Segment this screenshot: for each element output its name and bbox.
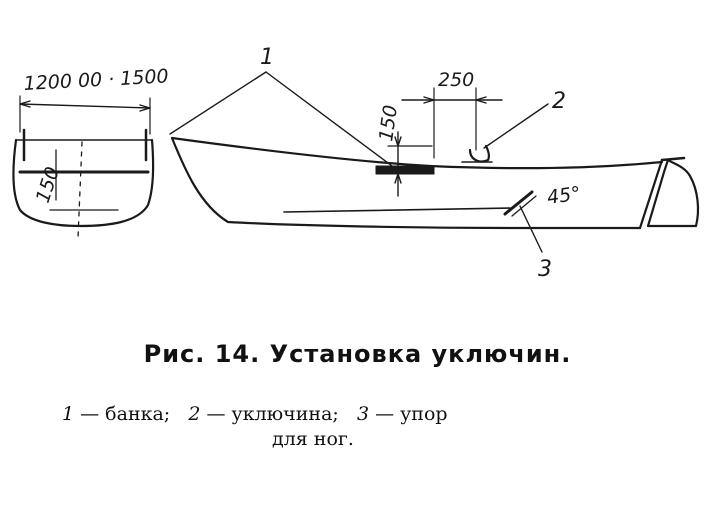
legend-line-2: для ног.	[272, 428, 354, 450]
foot-rest-edge	[511, 195, 537, 217]
foot-rest	[503, 190, 534, 216]
spacing-label: 250	[438, 69, 474, 91]
hull-bottom	[170, 136, 642, 230]
figure-legend: 1 — банка; 2 — уключина; 3 — упор для но…	[62, 402, 662, 452]
legend-text: — упор	[369, 403, 448, 425]
leader-3	[519, 205, 543, 253]
legend-number: 1	[62, 403, 75, 425]
width-arrow-right	[139, 104, 151, 112]
hull-sheer-line	[170, 136, 664, 170]
hull-stern	[638, 158, 664, 230]
legend-text: — банка;	[74, 403, 171, 425]
legend-number: 3	[356, 403, 370, 425]
callout-2: 2	[552, 89, 566, 114]
hull-keel-line	[283, 207, 511, 213]
width-arrow-left	[19, 100, 31, 108]
height-label-cross-section: 150	[32, 164, 64, 205]
leader-1-a	[169, 71, 267, 135]
leader-2	[483, 103, 549, 149]
side-bench	[375, 165, 435, 175]
width-dimension-line	[19, 103, 151, 109]
angle-label: 45°	[546, 182, 582, 208]
height-arrow-bottom	[394, 173, 402, 184]
cross-section-hull	[12, 138, 155, 228]
legend-line-1: 1 — банка; 2 — уключина; 3 — упор	[62, 402, 662, 427]
callout-1: 1	[260, 45, 274, 70]
height-label-side: 150	[375, 104, 402, 143]
width-range-label: 1200 00 · 1500	[23, 65, 169, 95]
outboard-motor	[646, 158, 700, 228]
motor-top	[660, 156, 686, 162]
height-arrow-top	[394, 136, 402, 147]
side-oarlock	[468, 144, 490, 163]
spacing-arrow-right	[475, 96, 487, 104]
callout-3: 3	[538, 257, 552, 282]
legend-number: 2	[188, 403, 201, 425]
figure-caption-title: Рис. 14. Установка уключин.	[143, 340, 572, 368]
leader-1-b	[265, 71, 393, 167]
cross-section-centerline	[77, 141, 83, 239]
legend-text: — уключина;	[200, 403, 339, 425]
spacing-arrow-left	[423, 96, 435, 104]
